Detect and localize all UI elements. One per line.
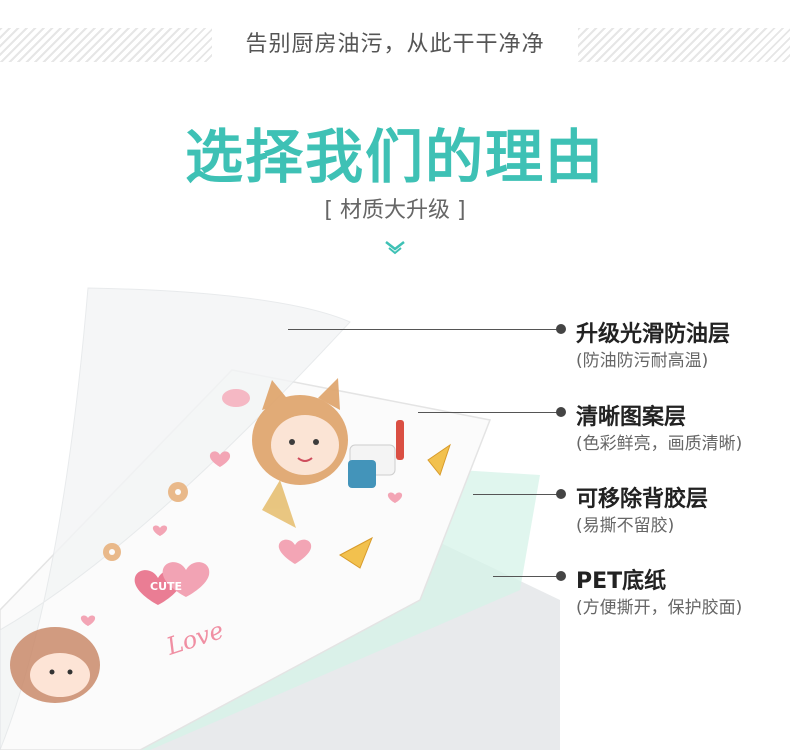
chevron-down-icon [385,241,405,255]
cake-sticker [222,389,250,407]
oil-proof-layer [0,287,351,750]
layer-note: (易撕不留胶) [576,516,675,536]
cute-hearts: CUTE [134,562,210,605]
layer-note: (防油防污耐高温) [576,351,709,371]
callout-dot [556,571,566,581]
layer-note: (方便撕开，保护胶面) [576,598,743,618]
hatch-decoration-right [578,28,790,62]
top-banner: 告别厨房油污，从此干干净净 [0,28,790,62]
cute-text: CUTE [150,580,182,593]
layer-note: (色彩鲜亮，画质清晰) [576,434,743,454]
layer-label: 升级光滑防油层 [576,322,731,347]
section-subtitle: [ 材质大升级 ] [324,198,466,223]
slogan-text: 告别厨房油污，从此干干净净 [245,32,545,57]
layer-label: 可移除背胶层 [576,487,709,512]
section-title: 选择我们的理由 [184,123,605,191]
layer-label: PET底纸 [576,569,667,594]
layer-label: 清晰图案层 [576,405,687,430]
callout-dot [556,407,566,417]
cartoon-kid [252,378,404,528]
heart-stickers [80,451,403,626]
cartoon-girl [10,627,100,703]
hatch-decoration-left [0,28,212,62]
pizza-sticker-2 [339,536,373,569]
pizza-sticker [427,443,451,477]
callout-dot [556,489,566,499]
callout-dot [556,324,566,334]
sticker-layers-illustration: CUTE Love [0,287,560,750]
